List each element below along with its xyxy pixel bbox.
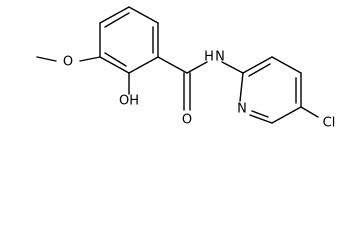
amide-nitrogen-label: N [215,50,225,65]
bond [99,56,130,74]
bond [99,6,130,24]
bond [128,56,159,74]
methoxy-oxygen-label: O [63,55,73,70]
bond [242,56,273,74]
bond [186,61,208,74]
bond [79,56,101,62]
bond [271,56,302,74]
double-bond-inner [104,52,127,67]
amide-group [157,56,244,111]
double-bond-inner [248,63,271,77]
carbonyl-oxygen-label: O [182,113,192,128]
structure-diagram: O OH O H N N Cl [36,6,336,131]
bond [239,72,244,102]
bond [271,106,302,124]
bond [157,56,188,74]
bond [249,114,273,124]
benzene-ring [99,6,159,74]
amide-hydrogen-label: H [204,50,214,65]
bond [300,106,319,118]
double-bond-inner [104,12,130,28]
pyridine-ring [239,56,302,124]
bond [36,56,57,62]
bond [221,61,244,74]
chlorine-label: Cl [323,116,336,131]
hydroxyl-label: OH [119,94,139,109]
methoxy-group [36,56,101,62]
pyridine-nitrogen-label: N [237,102,247,117]
double-bond-inner [251,110,269,118]
bond [128,6,159,24]
